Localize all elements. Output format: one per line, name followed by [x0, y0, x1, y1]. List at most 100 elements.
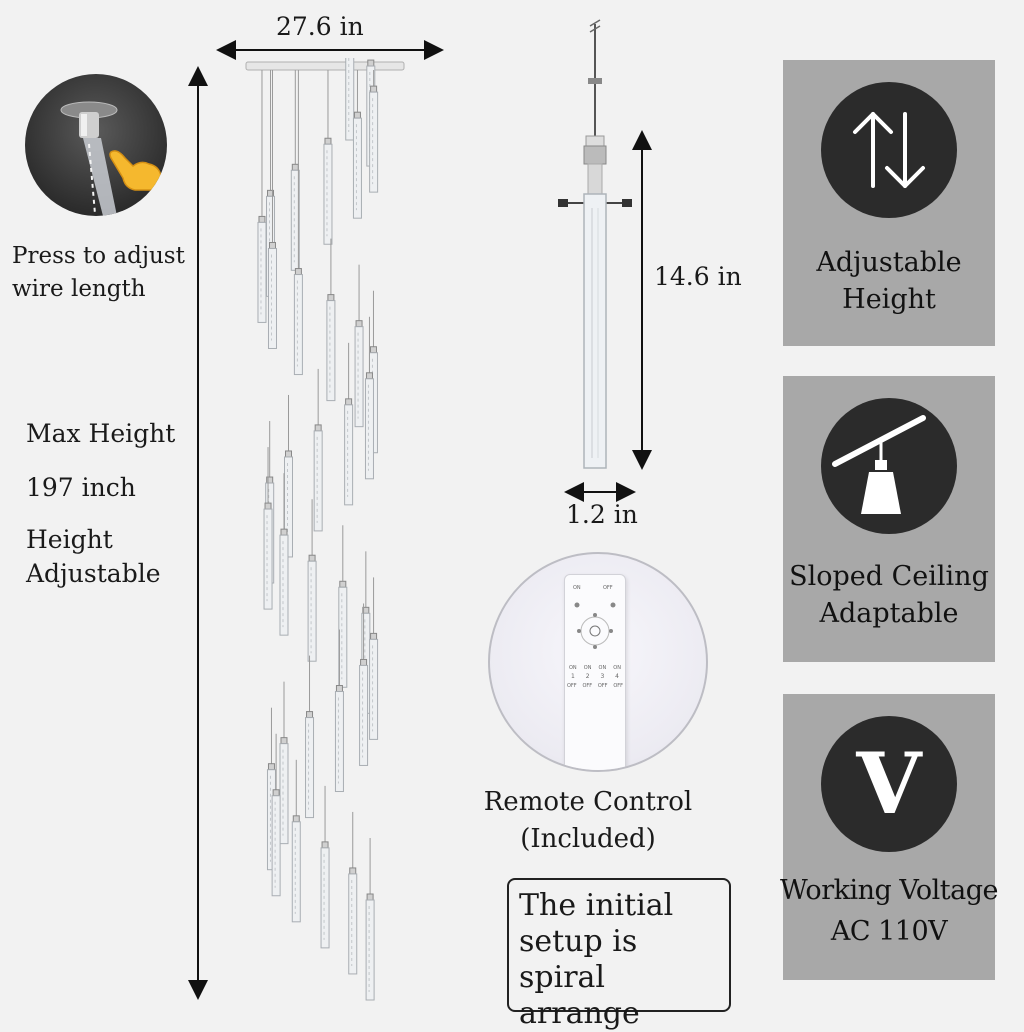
feature-panel-sloped-ceiling: Sloped Ceiling Adaptable	[783, 376, 995, 662]
remote-caption-line2: (Included)	[520, 824, 656, 854]
chandelier-canopy	[245, 61, 405, 71]
chandelier-cap	[369, 346, 377, 354]
crystal-tube	[352, 117, 362, 219]
crystal-tube	[334, 691, 344, 793]
sloped-ceiling-lamp-icon	[821, 398, 957, 534]
chandelier-cap	[365, 372, 373, 380]
chandelier-cap	[291, 163, 299, 171]
crystal-tube	[305, 717, 315, 819]
zone-off-3: OFF	[597, 683, 608, 689]
zone-on-3: ON	[598, 665, 607, 671]
up-down-arrows-icon	[821, 82, 957, 218]
remote-control-photo: ON OFF ON ON ON ON 1 2 3 4 OFF OFF OFF	[488, 552, 708, 772]
feature-panel-adjustable-height: Adjustable Height	[783, 60, 995, 346]
remote-caption: Remote Control (Included)	[470, 784, 706, 858]
crystal-tube	[369, 91, 379, 193]
chandelier-cap	[324, 137, 332, 145]
remote-on-label: ON	[573, 585, 581, 591]
setup-line3: spiral arrange	[519, 960, 640, 1031]
feature-2-line2: Adaptable	[819, 598, 959, 629]
crystal-tube	[354, 326, 364, 428]
max-height-line1: Max Height	[26, 419, 176, 448]
chandelier-cap	[314, 424, 322, 432]
crystal-tube	[257, 221, 267, 323]
crystal-tube	[365, 899, 375, 1001]
max-height-line2: 197 inch	[26, 473, 136, 502]
remote-zone-on-row: ON ON ON ON	[569, 665, 621, 671]
chandelier-cap	[370, 632, 378, 640]
remote-dpad-icon	[574, 602, 616, 649]
remote-body: ON OFF ON ON ON ON 1 2 3 4 OFF OFF OFF	[564, 574, 626, 770]
crystal-tube	[284, 456, 294, 558]
zone-num-3: 3	[600, 673, 605, 680]
max-height-line4: Adjustable	[26, 559, 161, 588]
chandelier-cap	[360, 658, 368, 666]
width-dimension-label: 27.6 in	[276, 12, 364, 41]
max-height-note: Max Height 197 inch Height Adjustable	[26, 416, 175, 592]
chandelier-cap	[370, 85, 378, 93]
wire-adjust-photo	[25, 74, 167, 216]
crystal-tube	[348, 873, 358, 975]
pendant-width-arrow	[564, 482, 636, 502]
zone-off-1: OFF	[567, 683, 577, 689]
crystal-tube	[344, 404, 354, 506]
zone-off-2: OFF	[582, 683, 593, 689]
crystal-tube	[338, 586, 348, 688]
crystal-tube	[307, 560, 317, 662]
remote-zone-off-row: OFF OFF OFF OFF	[567, 683, 623, 689]
chandelier-cap	[335, 685, 343, 693]
crystal-tube	[345, 58, 355, 141]
crystal-tube	[320, 847, 330, 949]
zone-on-2: ON	[583, 665, 592, 671]
pendant-height-label: 14.6 in	[654, 262, 742, 291]
width-dimension-arrow	[216, 40, 444, 60]
setup-note-box: The initial setup is spiral arrange	[507, 878, 731, 1031]
spiral-chandelier-illustration	[245, 58, 405, 1001]
chandelier-cap	[345, 398, 353, 406]
ceiling-canopy-closeup-icon	[60, 101, 118, 216]
zone-on-1: ON	[569, 665, 577, 671]
chandelier-cap	[355, 320, 363, 328]
crystal-tube	[293, 274, 303, 376]
feature-panel-working-voltage: V Working Voltage AC 110V	[780, 694, 998, 980]
zone-num-1: 1	[571, 673, 575, 680]
chandelier-cap	[267, 763, 275, 771]
zone-off-4: OFF	[613, 683, 623, 689]
chandelier-cap	[285, 450, 293, 458]
crystal-tube	[279, 534, 289, 636]
crystal-tube	[267, 247, 277, 349]
feature-1-line1: Adjustable	[816, 247, 962, 278]
chandelier-cap	[280, 528, 288, 536]
crystal-tube	[369, 638, 379, 740]
chandelier-cap	[280, 737, 288, 745]
adjust-wire-note: Press to adjust wire length	[12, 240, 185, 306]
chandelier-cap	[264, 502, 272, 510]
crystal-tube	[359, 664, 369, 766]
crystal-tube	[323, 143, 333, 245]
remote-caption-line1: Remote Control	[483, 787, 693, 817]
feature-3-line2: AC 110V	[830, 916, 948, 947]
chandelier-cap	[294, 268, 302, 276]
remote-off-label: OFF	[603, 585, 613, 591]
pendant-width-label: 1.2 in	[566, 500, 638, 529]
chandelier-cap	[292, 815, 300, 823]
crystal-tube	[263, 508, 273, 610]
zone-num-4: 4	[615, 673, 619, 680]
crystal-tube	[313, 430, 323, 532]
chandelier-cap	[306, 711, 314, 719]
zone-num-2: 2	[585, 673, 590, 680]
pointing-finger-icon	[109, 150, 163, 191]
chandelier-cap	[339, 580, 347, 588]
crystal-tube	[271, 795, 281, 897]
chandelier-cap	[349, 867, 357, 875]
crystal-tube	[364, 378, 374, 480]
chandelier-cap	[272, 789, 280, 797]
chandelier-cap	[366, 893, 374, 901]
chandelier-cap	[327, 294, 335, 302]
chandelier-cap	[353, 111, 361, 119]
chandelier-cap	[321, 841, 329, 849]
setup-line1: The initial	[519, 888, 674, 923]
single-pendant-diagram	[558, 19, 632, 469]
feature-1-line2: Height	[842, 284, 936, 315]
crystal-tube	[291, 821, 301, 923]
